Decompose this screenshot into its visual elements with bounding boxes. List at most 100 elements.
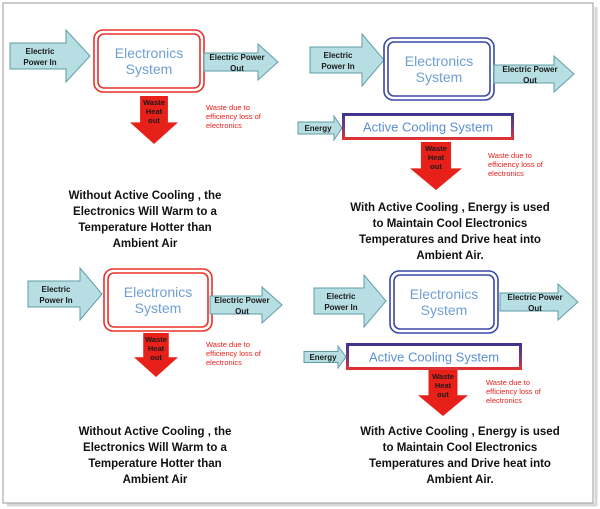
waste-note-line: electronics bbox=[206, 121, 242, 130]
waste-note-line: electronics bbox=[488, 169, 524, 178]
power-in-label-line: Power In bbox=[324, 303, 357, 312]
caption-line: With Active Cooling , Energy is used bbox=[350, 202, 550, 214]
power-in-label-line: Electric bbox=[26, 47, 55, 56]
waste-note-line: electronics bbox=[206, 358, 242, 367]
waste-heat-label-line: out bbox=[148, 116, 160, 125]
waste-heat-label-line: Waste bbox=[432, 372, 454, 381]
caption-line: Electronics Will Warm to a bbox=[83, 442, 227, 454]
power-out-arrow bbox=[499, 282, 579, 322]
cooling-system-label: Active Cooling System bbox=[363, 120, 493, 135]
panel-caption: With Active Cooling , Energy is used to M… bbox=[326, 424, 594, 488]
energy-label: Energy bbox=[309, 353, 337, 362]
power-in-label-line: Power In bbox=[321, 62, 354, 71]
power-in-arrow bbox=[309, 32, 385, 88]
waste-note-line: Waste due to bbox=[488, 151, 532, 160]
system-label-line: System bbox=[421, 302, 468, 318]
caption-line: With Active Cooling , Energy is used bbox=[360, 426, 560, 438]
caption-line: to Maintain Cool Electronics bbox=[382, 442, 538, 454]
waste-note-line: efficiency loss of bbox=[488, 160, 544, 169]
caption-line: Temperatures and Drive heat into bbox=[369, 458, 551, 470]
system-label-line: System bbox=[416, 69, 463, 85]
system-label-line: Electronics bbox=[405, 53, 473, 69]
waste-heat-arrow bbox=[134, 333, 178, 377]
caption-line: Without Active Cooling , the bbox=[78, 426, 232, 438]
power-in-label-line: Power In bbox=[23, 58, 56, 67]
system-box-outer bbox=[389, 270, 499, 334]
power-in-arrow bbox=[9, 28, 91, 84]
waste-heat-label-line: Heat bbox=[428, 153, 445, 162]
power-out-label-line: Out bbox=[523, 76, 537, 85]
system-box-inner bbox=[107, 272, 209, 328]
caption-line: Ambient Air bbox=[122, 474, 188, 486]
waste-heat-label-line: Waste bbox=[425, 144, 447, 153]
waste-heat-label-line: out bbox=[437, 390, 449, 399]
waste-heat-label-line: Heat bbox=[148, 344, 165, 353]
system-box-inner bbox=[393, 274, 495, 330]
power-out-label-line: Out bbox=[235, 307, 249, 316]
system-label-line: Electronics bbox=[124, 284, 192, 300]
power-out-label-line: Electric Power bbox=[507, 293, 562, 302]
waste-note-line: efficiency loss of bbox=[486, 387, 542, 396]
power-out-label-line: Out bbox=[528, 304, 542, 313]
system-box-inner bbox=[97, 33, 201, 89]
caption-line: Ambient Air. bbox=[416, 250, 484, 262]
waste-note-line: Waste due to bbox=[206, 340, 250, 349]
energy-label: Energy bbox=[304, 124, 332, 133]
waste-heat-label-line: Heat bbox=[146, 107, 163, 116]
waste-note-line: Waste due to bbox=[206, 103, 250, 112]
system-label-line: Electronics bbox=[410, 286, 478, 302]
cooling-bar-inner bbox=[345, 116, 511, 137]
power-out-label-line: Electric Power bbox=[214, 296, 269, 305]
waste-note-line: electronics bbox=[486, 396, 522, 405]
system-box-inner bbox=[387, 41, 491, 97]
caption-line: Temperature Hotter than bbox=[88, 458, 222, 470]
caption-line: Ambient Air bbox=[112, 238, 178, 250]
waste-heat-label-line: Heat bbox=[435, 381, 452, 390]
waste-heat-arrow bbox=[418, 370, 468, 416]
waste-heat-arrow bbox=[130, 96, 178, 144]
power-out-arrow bbox=[209, 285, 283, 325]
energy-arrow bbox=[303, 344, 347, 370]
system-label-line: Electronics bbox=[115, 45, 183, 61]
waste-heat-label-line: out bbox=[150, 353, 162, 362]
waste-note-line: Waste due to bbox=[486, 378, 530, 387]
power-in-label-line: Power In bbox=[39, 296, 72, 305]
power-in-arrow bbox=[313, 273, 387, 329]
waste-note-line: efficiency loss of bbox=[206, 349, 262, 358]
caption-line: Without Active Cooling , the bbox=[68, 190, 222, 202]
power-out-arrow bbox=[203, 42, 279, 82]
caption-line: Temperature Hotter than bbox=[78, 222, 212, 234]
waste-heat-arrow bbox=[410, 142, 462, 190]
power-in-label-line: Electric bbox=[327, 292, 356, 301]
waste-heat-label-line: out bbox=[430, 162, 442, 171]
waste-heat-label-line: Waste bbox=[143, 98, 165, 107]
power-out-arrow bbox=[493, 54, 575, 94]
caption-line: Temperatures and Drive heat into bbox=[359, 234, 541, 246]
power-out-label-line: Electric Power bbox=[502, 65, 557, 74]
waste-heat-label-line: Waste bbox=[145, 335, 167, 344]
